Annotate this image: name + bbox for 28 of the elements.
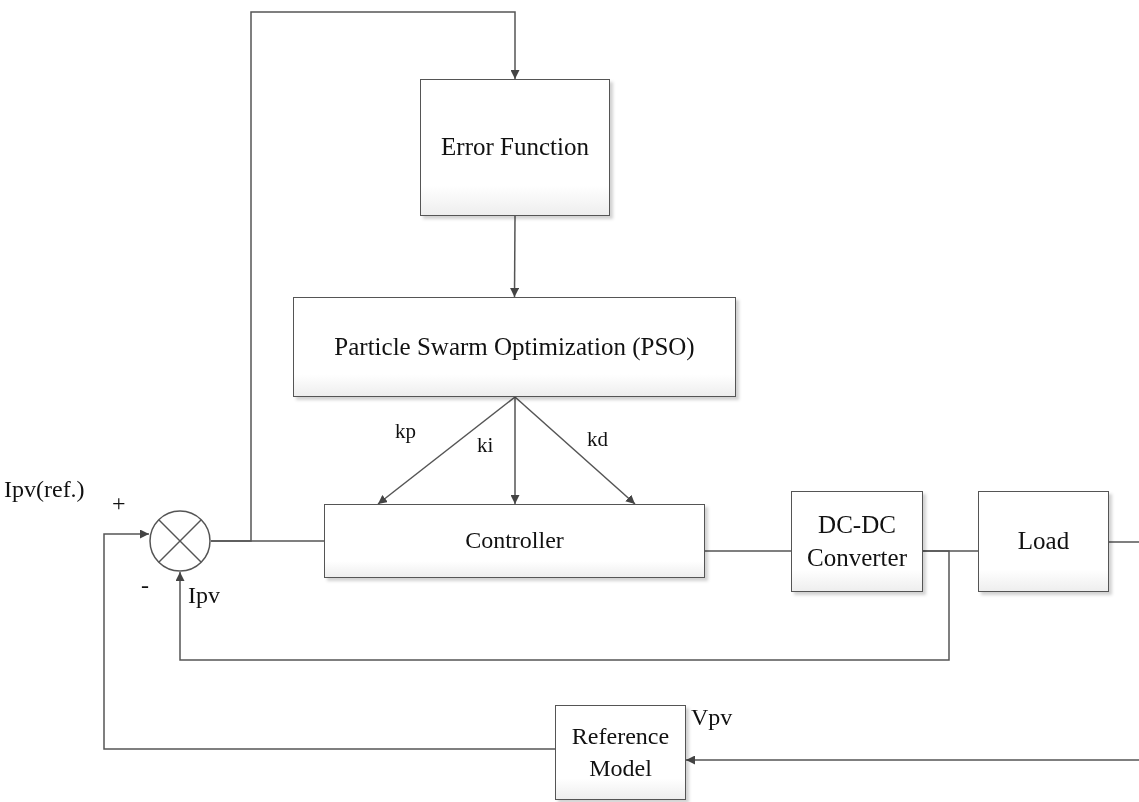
node-label: Particle Swarm Optimization (PSO) (334, 331, 695, 363)
signal-label: + (112, 490, 126, 517)
signal-label: Vpv (691, 704, 733, 731)
connector-line (514, 396, 636, 505)
signal-label: Ipv (188, 582, 220, 609)
node-label: Controller (465, 526, 564, 556)
process-box (791, 491, 923, 592)
connector-line (103, 529, 556, 750)
node-label: Error Function (441, 132, 589, 163)
node-label: DC-DC Converter (806, 510, 908, 573)
connector-line (377, 396, 516, 505)
connector-line (175, 550, 950, 661)
summing-junction (149, 510, 211, 572)
process-box (293, 297, 736, 397)
process-box (555, 705, 686, 800)
connector-line (210, 540, 325, 542)
connector-line (685, 755, 1139, 765)
process-box (324, 504, 705, 578)
connector-line (510, 215, 520, 298)
signal-label: - (141, 572, 149, 599)
process-box (978, 491, 1109, 592)
connector-line (510, 396, 520, 505)
signal-label: Ipv(ref.) (4, 476, 85, 503)
process-box (420, 79, 610, 216)
connector-line (1108, 541, 1139, 543)
node-label: Reference Model (570, 722, 671, 783)
node-label: Load (1017, 526, 1070, 557)
connector-line (704, 550, 792, 552)
